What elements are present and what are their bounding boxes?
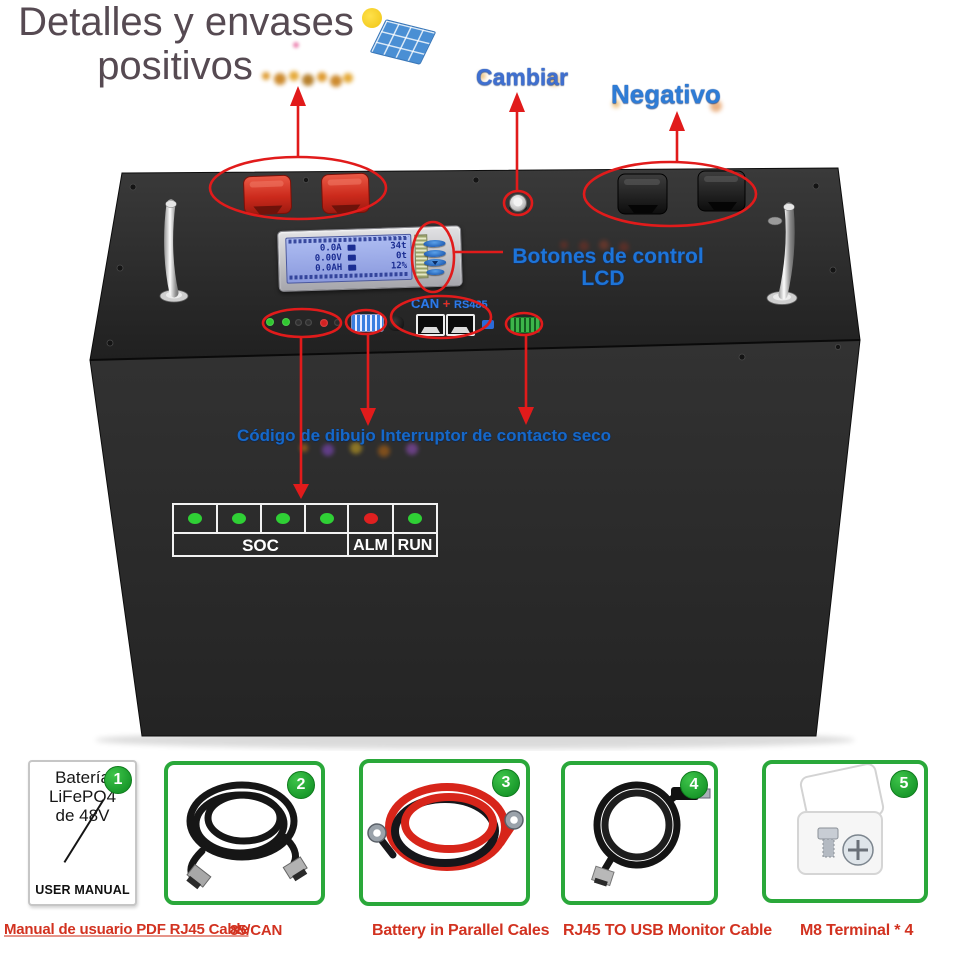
- lcd-icon-row2: [347, 254, 356, 261]
- run-label: RUN: [397, 536, 433, 554]
- handle-icon-right: [766, 202, 798, 305]
- handle-icon-left: [159, 199, 189, 303]
- label-codigo-interruptor: Código de dibujo Interruptor de contacto…: [236, 426, 611, 445]
- negative-terminal-icon: [697, 170, 746, 212]
- soc-led: [319, 513, 334, 524]
- can-label: CAN: [411, 296, 440, 311]
- soc-led-cell: [218, 505, 262, 532]
- label-lcd-buttons-line1: Botones de control: [512, 245, 704, 268]
- round-black-button-icon: [388, 316, 404, 331]
- run-led-cell: [394, 505, 436, 532]
- lcd-icon-row3: [348, 264, 357, 271]
- product-badge: 2: [287, 771, 315, 799]
- round-button-icon: [509, 194, 527, 212]
- product-badge: 1: [104, 766, 132, 794]
- artifact-smudge: [262, 72, 270, 80]
- lcd-icon-row1: [347, 244, 356, 251]
- lcd-percent: 12%: [390, 260, 408, 272]
- rj45-cable-icon: [186, 781, 308, 890]
- lcd-control-button: [423, 239, 446, 248]
- led-indicator: [305, 319, 312, 326]
- led-indicator: [295, 319, 302, 326]
- caption-rs485-can: 85/CAN: [230, 922, 283, 939]
- artifact-smudge: [300, 444, 308, 452]
- product-badge: 3: [492, 769, 520, 797]
- title-line2: positivos: [97, 44, 253, 88]
- product-card-m8-terminals: 5: [762, 760, 928, 903]
- product-badge: 4: [680, 771, 708, 799]
- label-cambiar: Cambiar: [476, 64, 569, 90]
- artifact-smudge: [478, 72, 486, 80]
- caption-parallel-cables: Battery in Parallel Cales: [372, 922, 550, 939]
- rj45-port-icon: [446, 314, 475, 336]
- lcd-module: 0.0A 34t 0.00V 0t 0.0AH 12%: [277, 225, 463, 292]
- product-card-user-manual: 1 Batería LiFePO4 de 48V USER MANUAL: [28, 760, 137, 906]
- led-indicator: [282, 318, 290, 326]
- usb-monitor-cable-icon: [591, 781, 711, 887]
- product-card-usb-monitor-cable: 4: [561, 761, 718, 905]
- alm-led-cell: [349, 505, 394, 532]
- lcd-control-button-down: [423, 258, 447, 267]
- led-indicator: [334, 319, 341, 326]
- soc-led-cell: [174, 505, 218, 532]
- lcd-control-buttons: [423, 239, 447, 275]
- rs485-label: RS485: [454, 299, 488, 311]
- title-line1: Detalles y envases: [18, 0, 354, 44]
- user-manual-icon: Batería LiFePO4 de 48V: [30, 768, 135, 825]
- label-can-rs485: CAN + RS485: [411, 296, 488, 311]
- manual-line: Batería: [55, 768, 110, 787]
- soc-led-cell: [262, 505, 306, 532]
- soc-label: SOC: [174, 534, 349, 557]
- caption-user-manual: Manual de usuario PDF RJ45 Cable: [4, 921, 249, 938]
- product-card-parallel-cables: 3: [359, 759, 530, 906]
- negative-terminal-icon: [617, 173, 668, 215]
- manual-line: LiFePO4: [48, 787, 117, 806]
- caption-usb-monitor-cable: RJ45 TO USB Monitor Cable: [563, 922, 772, 939]
- lcd-control-button: [423, 249, 446, 257]
- dry-contact-icon: [510, 317, 540, 333]
- rj45-port-icon: [416, 314, 445, 336]
- caption-m8-terminal: M8 Terminal * 4: [800, 922, 914, 939]
- soc-led-cell: [306, 505, 349, 532]
- run-led: [408, 513, 422, 524]
- artifact-smudge: [560, 241, 568, 249]
- lcd-capacity: 0.0AH: [314, 262, 343, 274]
- manual-footer: USER MANUAL: [35, 883, 130, 897]
- page-title: Detalles y envases positivos: [0, 0, 372, 88]
- product-badge: 5: [890, 770, 918, 798]
- parallel-cables-icon: [367, 783, 524, 871]
- soc-led: [232, 513, 246, 524]
- m8-terminal-icon: [797, 763, 885, 875]
- lcd-control-button-esc: [426, 268, 445, 275]
- manual-line: de 48V: [55, 806, 110, 825]
- soc-led: [276, 513, 290, 524]
- led-indicator: [266, 318, 274, 326]
- plus-label: +: [442, 296, 451, 311]
- label-negativo: Negativo: [611, 79, 721, 109]
- blue-connector-icon: [482, 320, 494, 329]
- label-lcd-buttons-line2: LCD: [581, 267, 625, 290]
- sun-icon: [362, 8, 382, 28]
- battery-edge: [89, 339, 861, 361]
- alm-led: [363, 513, 378, 524]
- battery-gauge-icon: [351, 314, 384, 332]
- soc-led: [188, 513, 202, 524]
- status-panel-labels: SOC ALM RUN: [174, 534, 436, 557]
- positive-terminal-icon: [321, 172, 370, 215]
- status-panel-leds: [174, 505, 436, 534]
- artifact-smudge: [612, 100, 620, 108]
- artifact-dot: [293, 42, 299, 48]
- alm-label: ALM: [349, 534, 394, 557]
- product-card-rj45-cable: 2: [164, 761, 325, 905]
- led-indicator: [320, 319, 328, 327]
- lcd-screen: 0.0A 34t 0.00V 0t 0.0AH 12%: [285, 233, 413, 284]
- positive-terminal-icon: [243, 174, 292, 216]
- status-panel: SOC ALM RUN: [172, 503, 438, 557]
